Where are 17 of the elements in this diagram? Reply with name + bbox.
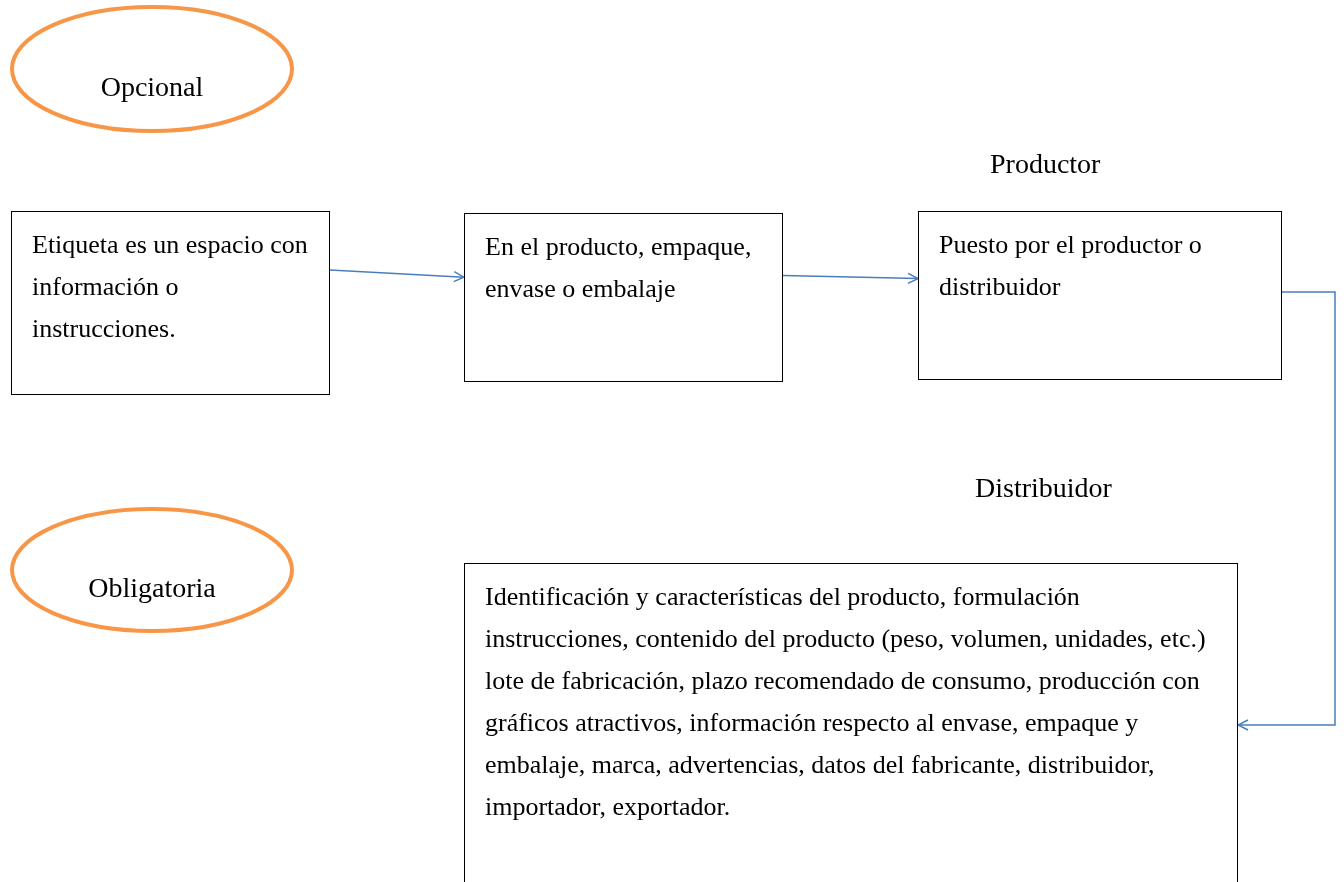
text-box — [464, 213, 783, 382]
ellipse — [10, 507, 294, 633]
node-text: Obligatoria — [88, 571, 216, 605]
node-text: Identificación y características del producto, formulación instrucciones, contenido del producto (peso, volumen, unidades, etc.) lote de fabricación, plazo recomendado de consumo, producción con gráficos atractivos, información respecto al envase, empaque y embalaje, marca, advertencias, datos del fabricante, distribuidor, importador, exportador. — [485, 581, 1207, 823]
node-text: Puesto por el productor o distribuidor — [939, 229, 1203, 303]
node-text: Opcional — [100, 70, 204, 104]
arrow — [1237, 291, 1336, 731]
ellipse — [10, 5, 294, 133]
node-text: En el producto, empaque, envase o embalaje — [485, 231, 753, 305]
text-box — [464, 563, 1238, 882]
node-text: Etiqueta es un espacio con información o instrucciones. — [32, 229, 309, 345]
text-box — [11, 211, 330, 395]
text-label: Distribuidor — [975, 471, 1112, 505]
text-box — [918, 211, 1282, 380]
arrow — [782, 272, 919, 285]
arrow — [329, 269, 465, 283]
text-label: Productor — [990, 147, 1101, 181]
